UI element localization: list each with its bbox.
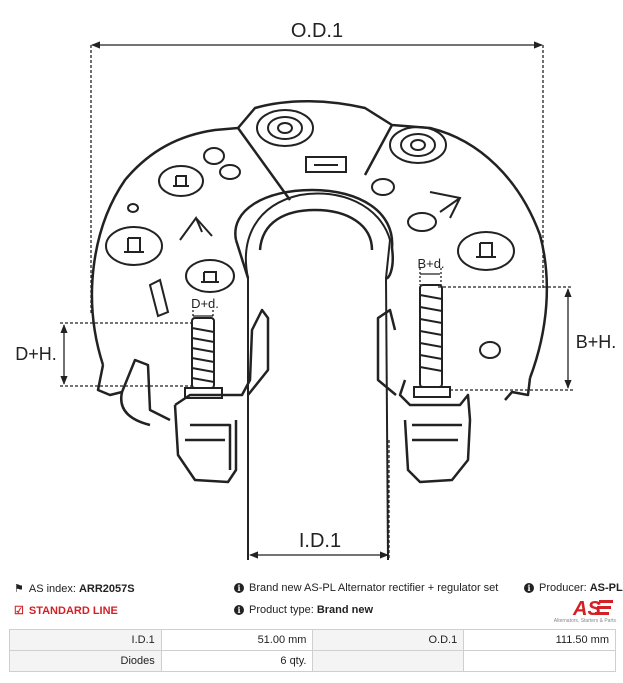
table-row: Diodes 6 qty.: [9, 650, 616, 672]
info-icon: i: [524, 583, 534, 593]
description: i Brand new AS-PL Alternator rectifier +…: [234, 582, 498, 594]
as-index-label: AS index:: [28, 582, 76, 595]
table-cell: [312, 650, 465, 672]
technical-drawing: O.D.1 I.D.1 D+H. D+d. B+d. B+H.: [15, 20, 616, 561]
label-dd: D+d.: [191, 296, 219, 311]
screw-left: [184, 317, 223, 399]
spec-table: I.D.1 51.00 mm O.D.1 111.50 mm Diodes 6 …: [9, 629, 616, 672]
producer-label: Producer:: [539, 582, 587, 594]
standard-line: ☑ STANDARD LINE: [14, 604, 118, 618]
producer: i Producer: AS-PL: [524, 582, 623, 594]
label-dh: D+H.: [15, 344, 57, 364]
svg-text:AS: AS: [572, 598, 601, 619]
table-cell: 6 qty.: [160, 650, 314, 672]
product-type-value: Brand new: [316, 604, 374, 616]
product-type-label: Product type:: [249, 604, 314, 616]
label-bd: B+d.: [417, 256, 444, 271]
product-type: i Product type: Brand new: [234, 604, 373, 616]
dimension-lines: [60, 41, 573, 560]
as-pl-logo: AS: [572, 598, 613, 619]
label-id1: I.D.1: [299, 530, 341, 552]
tags-icon: ⚑: [14, 583, 24, 595]
as-index: ⚑ AS index: ARR2057S: [14, 582, 135, 596]
logo-tagline: Alternators, Starters & Parts: [553, 618, 616, 624]
screw-right: [413, 284, 451, 398]
as-index-value: ARR2057S: [78, 582, 135, 595]
table-cell: 51.00 mm: [160, 629, 314, 651]
table-cell: Diodes: [9, 650, 162, 672]
check-square-icon: ☑: [14, 605, 24, 617]
body-details: [105, 109, 515, 359]
table-cell: 111.50 mm: [463, 629, 616, 651]
label-od1: O.D.1: [291, 20, 343, 42]
table-cell: I.D.1: [9, 629, 162, 651]
label-bh: B+H.: [576, 332, 617, 352]
dimension-labels: O.D.1 I.D.1 D+H. D+d. B+d. B+H.: [15, 20, 616, 552]
producer-value: AS-PL: [589, 582, 623, 594]
table-cell: O.D.1: [312, 629, 465, 651]
info-icon: i: [234, 605, 244, 615]
description-text: Brand new AS-PL Alternator rectifier + r…: [249, 582, 499, 594]
table-row: I.D.1 51.00 mm O.D.1 111.50 mm: [9, 629, 616, 651]
info-icon: i: [234, 583, 244, 593]
standard-line-text: STANDARD LINE: [28, 604, 118, 617]
table-cell: [463, 650, 616, 672]
rectifier-body: [90, 99, 549, 561]
